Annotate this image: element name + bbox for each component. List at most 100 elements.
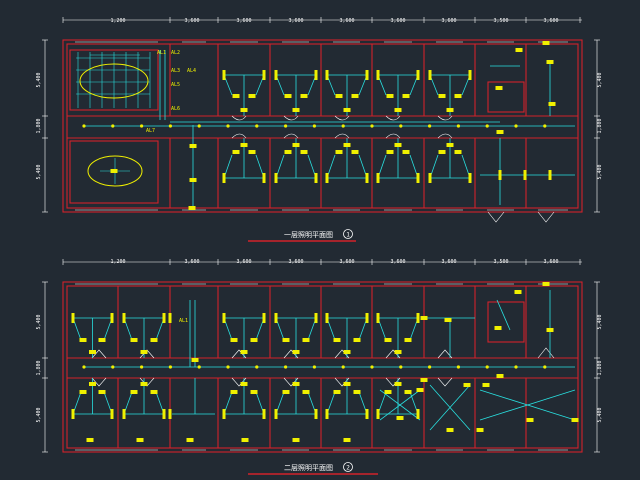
ceiling-light-icon bbox=[420, 378, 428, 382]
ceiling-light-icon bbox=[333, 338, 341, 342]
ceiling-light-icon bbox=[240, 382, 248, 386]
ceiling-light-icon bbox=[189, 178, 197, 182]
door-swing bbox=[385, 115, 401, 121]
plan1-dim-label: 3,600 bbox=[339, 18, 354, 24]
ceiling-light-icon bbox=[302, 390, 310, 394]
ceiling-light-icon bbox=[476, 428, 484, 432]
plan1-scale-circle bbox=[343, 229, 353, 239]
fluorescent-lamp-icon bbox=[325, 313, 329, 323]
plan1-panel-label: AL7 bbox=[146, 128, 155, 134]
plan2-side-dim: 5,400 bbox=[597, 314, 603, 329]
ceiling-light-icon bbox=[230, 338, 238, 342]
ceiling-light-icon bbox=[282, 338, 290, 342]
ceiling-light-icon bbox=[284, 94, 292, 98]
fluorescent-lamp-icon bbox=[416, 70, 420, 80]
ceiling-light-icon bbox=[438, 150, 446, 154]
ceiling-light-icon bbox=[394, 382, 402, 386]
ceiling-light-icon bbox=[353, 390, 361, 394]
plan2-title: 二层照明平面图 bbox=[284, 464, 333, 472]
plan2-dim-label: 3,600 bbox=[288, 259, 303, 265]
fluorescent-lamp-icon bbox=[325, 70, 329, 80]
ceiling-light-icon bbox=[333, 390, 341, 394]
switch-icon bbox=[370, 365, 374, 369]
door-swing bbox=[437, 377, 453, 387]
plan1-dim-label: 3,500 bbox=[493, 18, 508, 24]
fluorescent-lamp-icon bbox=[428, 70, 432, 80]
switch-icon bbox=[543, 124, 547, 128]
door-swing bbox=[487, 211, 505, 223]
fluorescent-lamp-icon bbox=[314, 409, 318, 419]
ceiling-light-icon bbox=[402, 94, 410, 98]
ceiling-light-icon bbox=[240, 350, 248, 354]
fluorescent-lamp-icon bbox=[71, 409, 75, 419]
switch-icon bbox=[312, 124, 316, 128]
ceiling-light-icon bbox=[248, 150, 256, 154]
door-swing bbox=[437, 133, 453, 139]
door-swing bbox=[283, 133, 299, 139]
ceiling-light-icon bbox=[110, 169, 118, 173]
switch-icon bbox=[197, 365, 201, 369]
plan2-dim-label: 3,600 bbox=[543, 259, 558, 265]
ceiling-light-icon bbox=[150, 338, 158, 342]
switch-icon bbox=[168, 124, 172, 128]
fluorescent-lamp-icon bbox=[523, 170, 527, 180]
ceiling-light-icon bbox=[335, 94, 343, 98]
switch-icon bbox=[255, 124, 259, 128]
switch-icon bbox=[428, 124, 432, 128]
fluorescent-lamp-icon bbox=[416, 409, 420, 419]
ceiling-light-icon bbox=[494, 326, 502, 330]
ceiling-light-icon bbox=[404, 390, 412, 394]
switch-icon bbox=[197, 124, 201, 128]
fluorescent-lamp-icon bbox=[262, 173, 266, 183]
ceiling-light-icon bbox=[292, 382, 300, 386]
fluorescent-lamp-icon bbox=[365, 173, 369, 183]
fluorescent-lamp-icon bbox=[162, 409, 166, 419]
plan1-light-fixtures bbox=[82, 41, 556, 210]
plan2-side-dim: 5,400 bbox=[36, 407, 42, 422]
plan2-panel-label: AL1 bbox=[179, 318, 188, 324]
ceiling-light-icon bbox=[542, 41, 550, 45]
fluorescent-lamp-icon bbox=[222, 313, 226, 323]
ceiling-light-icon bbox=[140, 350, 148, 354]
fluorescent-lamp-icon bbox=[222, 70, 226, 80]
ceiling-light-icon bbox=[454, 94, 462, 98]
ceiling-light-icon bbox=[386, 94, 394, 98]
switch-icon bbox=[82, 365, 86, 369]
ceiling-light-icon bbox=[186, 438, 194, 442]
room-circuit bbox=[479, 389, 576, 421]
plan1-side-dim: 1,800 bbox=[36, 118, 42, 133]
switch-icon bbox=[284, 365, 288, 369]
fluorescent-lamp-icon bbox=[376, 173, 380, 183]
ceiling-light-icon bbox=[496, 130, 504, 134]
plan-first-floor: 1,200 3,600 3,600 3,600 3,600 3,600 3,60… bbox=[36, 17, 603, 242]
ceiling-light-icon bbox=[446, 108, 454, 112]
plan1-scale-mark: 1 bbox=[346, 232, 350, 239]
ceiling-light-icon bbox=[292, 108, 300, 112]
ceiling-light-icon bbox=[571, 418, 579, 422]
fluorescent-lamp-icon bbox=[376, 313, 380, 323]
plan2-dim-label: 3,600 bbox=[236, 259, 251, 265]
outer-wall bbox=[62, 39, 583, 213]
switch-icon bbox=[456, 124, 460, 128]
ceiling-light-icon bbox=[454, 150, 462, 154]
door-swing bbox=[537, 347, 555, 359]
ceiling-light-icon bbox=[292, 350, 300, 354]
ceiling-light-icon bbox=[482, 383, 490, 387]
fluorescent-lamp-icon bbox=[416, 313, 420, 323]
ceiling-light-icon bbox=[284, 150, 292, 154]
stair-border bbox=[487, 301, 525, 343]
fluorescent-lamp-icon bbox=[365, 409, 369, 419]
fluorescent-lamp-icon bbox=[428, 173, 432, 183]
plan2-dim-label: 3,600 bbox=[339, 259, 354, 265]
ceiling-light-icon bbox=[343, 382, 351, 386]
switch-icon bbox=[284, 124, 288, 128]
ceiling-light-icon bbox=[343, 438, 351, 442]
fluorescent-lamp-icon bbox=[110, 409, 114, 419]
ceiling-light-icon bbox=[98, 338, 106, 342]
plan2-side-dim: 1,800 bbox=[36, 360, 42, 375]
room-hall-border bbox=[69, 140, 159, 204]
ceiling-light-icon bbox=[384, 390, 392, 394]
ceiling-light-icon bbox=[515, 48, 523, 52]
ceiling-light-icon bbox=[353, 338, 361, 342]
